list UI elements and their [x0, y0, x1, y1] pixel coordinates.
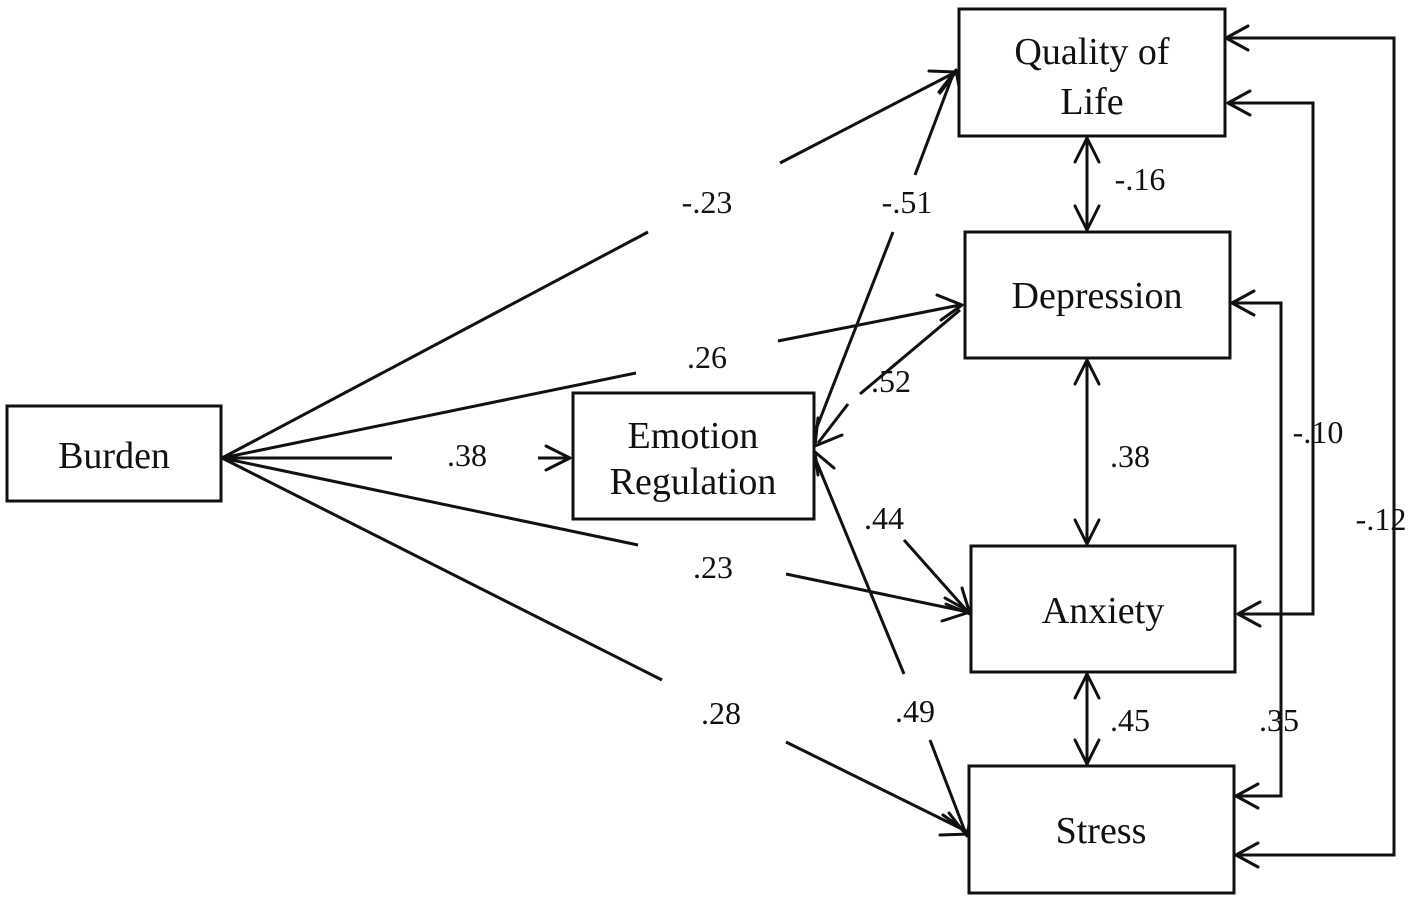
node-anxiety-label: Anxiety: [1042, 590, 1164, 632]
coef-burden-to-depression: .26: [687, 339, 727, 375]
node-depression: Depression: [963, 230, 1232, 360]
node-emotion-regulation-label-line2: Regulation: [610, 461, 777, 503]
path-burden-to-stress-arrow-segment: [785, 740, 969, 834]
node-burden-label: Burden: [58, 435, 170, 477]
arrowhead-depression-from-anxiety: [1073, 358, 1101, 386]
arrowhead-depression-from-burden: [935, 293, 964, 322]
node-depression-label: Depression: [1012, 275, 1183, 317]
path-qol-anxiety: [1228, 101, 1315, 616]
node-stress-box: [967, 764, 1236, 895]
path-burden-to-depression-arrow-segment: [777, 303, 961, 343]
coef-qol-depression: -.16: [1115, 161, 1166, 197]
arrowhead-depression-from-qol: [1073, 204, 1101, 232]
coef-er-to-stress: .49: [895, 693, 935, 729]
arrowhead-er-from-burden: [544, 444, 572, 472]
path-burden-to-anxiety: [221, 456, 639, 547]
coef-er-to-anxiety: .44: [864, 500, 904, 536]
node-stress-label: Stress: [1056, 810, 1147, 852]
path-er-to-qol-arrow-segment: [913, 71, 956, 176]
node-emotion-regulation: Emotion Regulation: [571, 391, 816, 521]
path-burden-to-qol-arrow-segment: [779, 72, 953, 165]
node-quality-of-life-label-line2: Life: [1060, 81, 1123, 123]
node-depression-box: [963, 230, 1232, 360]
coef-burden-to-stress: .28: [701, 695, 741, 731]
arrowhead-anxiety-from-qol: [1236, 600, 1262, 628]
arrowhead-qol-from-depression: [1073, 136, 1101, 164]
coef-burden-to-er: .38: [447, 437, 487, 473]
path-er-to-qol: [813, 231, 895, 433]
node-burden-box: [5, 404, 223, 503]
arrowhead-anxiety-from-stress: [1073, 672, 1101, 700]
path-qol-stress: [1226, 36, 1396, 857]
arrowhead-stress-from-depression: [1234, 782, 1260, 810]
node-burden: Burden: [5, 404, 223, 503]
path-er-depression: [859, 308, 961, 396]
node-quality-of-life: Quality of Life: [957, 7, 1227, 138]
node-stress: Stress: [967, 764, 1236, 895]
node-quality-of-life-box: [957, 7, 1227, 138]
node-anxiety: Anxiety: [969, 544, 1237, 674]
arrowhead-depression-from-stress: [1230, 289, 1256, 317]
path-burden-to-anxiety-arrow-segment: [785, 572, 969, 614]
arrowhead-stress-from-qol: [1234, 841, 1260, 869]
node-emotion-regulation-box: [571, 391, 816, 521]
coef-qol-stress: -.12: [1356, 501, 1407, 537]
coef-depression-anxiety: .38: [1110, 438, 1150, 474]
arrowhead-qol-from-anxiety: [1226, 89, 1252, 117]
coef-anxiety-stress: .45: [1110, 702, 1150, 738]
coefficient-labels: -.23 .26 .38 .23 .28 -.51 .52 .44 .49 -.…: [447, 161, 1406, 738]
path-burden-to-depression: [221, 371, 637, 460]
coef-qol-anxiety: -.10: [1293, 414, 1344, 450]
path-burden-to-qol: [221, 230, 649, 460]
node-anxiety-box: [969, 544, 1237, 674]
path-depression-stress: [1232, 301, 1283, 798]
path-er-to-stress: [813, 457, 906, 675]
coef-burden-to-qol: -.23: [682, 184, 733, 220]
path-burden-to-stress: [221, 456, 663, 682]
arrowhead-stress-from-anxiety: [1073, 738, 1101, 766]
path-er-to-anxiety: [902, 539, 970, 613]
coef-depression-stress: .35: [1259, 702, 1299, 738]
coef-er-to-depression: .52: [871, 363, 911, 399]
paths: [221, 24, 1396, 869]
node-emotion-regulation-label-line1: Emotion: [628, 415, 759, 457]
path-er-to-stress-arrow-segment: [928, 739, 968, 835]
path-er-depression-arrow-segment: [816, 403, 850, 444]
arrowhead-anxiety-from-depression: [1073, 518, 1101, 546]
coef-er-to-qol: -.51: [882, 184, 933, 220]
coef-burden-to-anxiety: .23: [693, 549, 733, 585]
arrowhead-er-from-stress: [813, 450, 836, 477]
node-quality-of-life-label-line1: Quality of: [1014, 31, 1169, 73]
